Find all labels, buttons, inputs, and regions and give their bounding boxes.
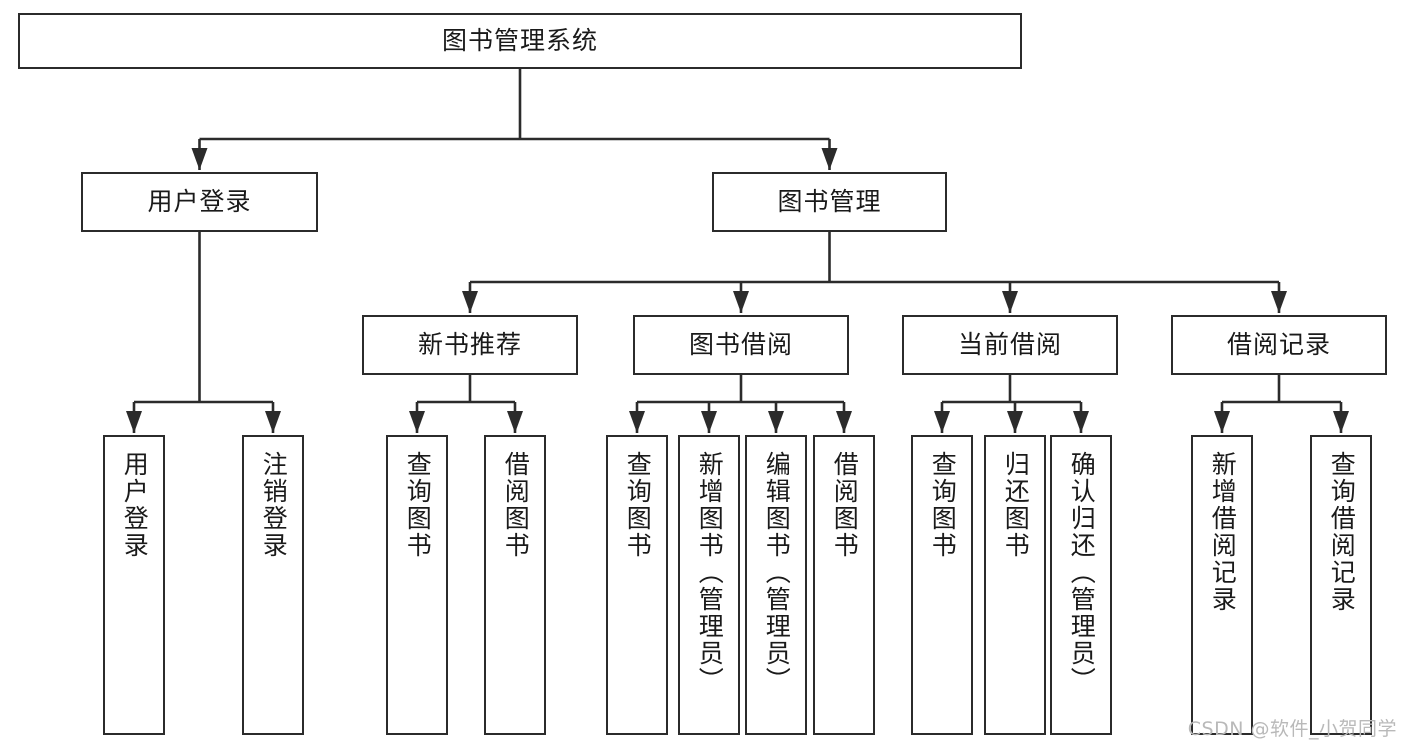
node-label: 查询图书 [623,451,653,559]
node-leaf-query-book-1[interactable]: 查询图书 [386,435,448,735]
node-leaf-add-record[interactable]: 新增借阅记录 [1191,435,1253,735]
node-label: 注销登录 [259,451,289,559]
node-label: 查询图书 [928,451,958,559]
node-label: 查询借阅记录 [1327,451,1357,613]
node-leaf-query-book-3[interactable]: 查询图书 [911,435,973,735]
node-leaf-return-book[interactable]: 归还图书 [984,435,1046,735]
node-current-borrow[interactable]: 当前借阅 [902,315,1118,375]
node-label: 图书管理 [777,187,882,216]
connector-arrowhead [821,148,838,170]
node-label: 归还图书 [1001,451,1031,559]
node-label: 用户登录 [120,451,150,559]
connector-arrowhead [733,291,749,313]
node-label: 确认归还（管理员） [1067,451,1097,694]
node-book-borrow[interactable]: 图书借阅 [633,315,849,375]
connector-arrowhead [1333,411,1349,433]
node-label: 用户登录 [147,187,252,216]
node-label: 借阅图书 [830,451,860,559]
node-user-login[interactable]: 用户登录 [81,172,318,232]
node-book-manage[interactable]: 图书管理 [712,172,947,232]
node-label: 当前借阅 [957,330,1062,359]
connector-arrowhead [1007,411,1023,433]
node-leaf-user-login[interactable]: 用户登录 [103,435,165,735]
node-leaf-query-book-2[interactable]: 查询图书 [606,435,668,735]
connector-arrowhead [462,291,478,313]
connector-arrowhead [1073,411,1089,433]
node-leaf-borrow-book-1[interactable]: 借阅图书 [484,435,546,735]
connector-arrowhead [265,411,281,433]
node-leaf-borrow-book-2[interactable]: 借阅图书 [813,435,875,735]
connector-arrowhead [629,411,645,433]
connector-arrowhead [507,411,523,433]
connector-arrowhead [1002,291,1018,313]
node-label: 编辑图书（管理员） [762,451,792,694]
node-label: 借阅图书 [501,451,531,559]
node-label: 借阅记录 [1226,330,1331,359]
connector-arrowhead [409,411,425,433]
node-label: 图书管理系统 [441,26,598,55]
node-leaf-edit-book[interactable]: 编辑图书（管理员） [745,435,807,735]
connector-arrowhead [768,411,784,433]
node-label: 图书借阅 [688,330,793,359]
node-root[interactable]: 图书管理系统 [18,13,1022,69]
node-leaf-add-book[interactable]: 新增图书（管理员） [678,435,740,735]
node-label: 新增借阅记录 [1208,451,1238,613]
node-leaf-query-record[interactable]: 查询借阅记录 [1310,435,1372,735]
connector-arrowhead [1271,291,1287,313]
connector-arrowhead [191,148,208,170]
connector-arrowhead [701,411,717,433]
connector-arrowhead [126,411,142,433]
watermark-text: CSDN @软件_小贺同学 [1187,718,1397,740]
node-label: 新书推荐 [417,330,522,359]
connector-arrowhead [836,411,852,433]
node-label: 新增图书（管理员） [695,451,725,694]
node-borrow-record[interactable]: 借阅记录 [1171,315,1387,375]
connector-arrowhead [934,411,950,433]
node-leaf-confirm-return[interactable]: 确认归还（管理员） [1050,435,1112,735]
node-leaf-user-logout[interactable]: 注销登录 [242,435,304,735]
node-label: 查询图书 [403,451,433,559]
node-new-book-rec[interactable]: 新书推荐 [362,315,578,375]
connector-arrowhead [1214,411,1230,433]
